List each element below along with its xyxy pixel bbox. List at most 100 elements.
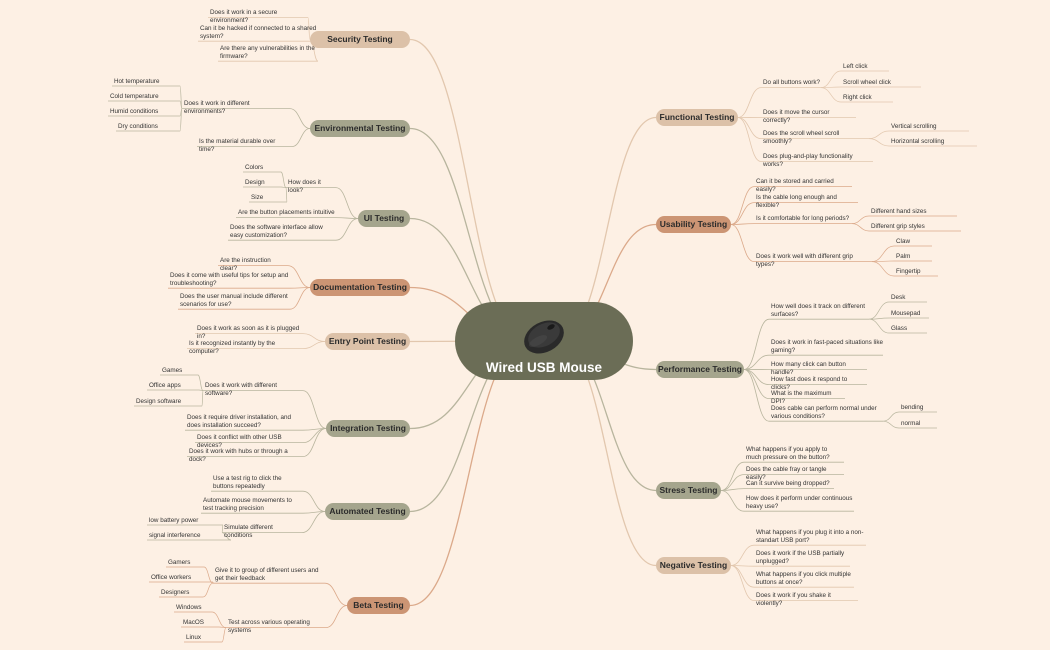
question-integration-testing-3[interactable]: Does it work with hubs or through a dock… — [189, 448, 288, 463]
question-performance-testing-0[interactable]: How well does it track on different surf… — [771, 303, 866, 318]
link-performance-testing-1 — [743, 354, 770, 370]
question-security-testing-2[interactable]: Are there any vulnerabilities in the fir… — [220, 45, 315, 60]
question-automated-testing-2[interactable]: Simulate different conditions — [224, 524, 273, 539]
question-beta-testing-0[interactable]: Give it to group of different users and … — [215, 567, 319, 582]
option-claw[interactable]: Claw — [896, 238, 910, 245]
option-glass[interactable]: Glass — [891, 325, 908, 332]
link-beta-testing-1-0 — [211, 611, 227, 628]
question-functional-testing-2[interactable]: Does the scroll wheel scroll smoothly? — [763, 130, 840, 145]
question-performance-testing-4[interactable]: What is the maximum DPI? — [771, 390, 832, 405]
option-left-click[interactable]: Left click — [843, 63, 868, 70]
question-beta-testing-1[interactable]: Test across various operating systems — [228, 619, 310, 634]
option-windows[interactable]: Windows — [176, 604, 202, 611]
branch-performance-testing[interactable]: Performance Testing — [656, 361, 744, 378]
question-ui-testing-0[interactable]: How does it look? — [288, 179, 321, 194]
link-environmental-testing-0 — [289, 108, 311, 129]
question-stress-testing-3[interactable]: How does it perform under continuous hea… — [746, 495, 853, 510]
question-integration-testing-0[interactable]: Does it work with different software? — [205, 382, 277, 397]
option-hot-temperature[interactable]: Hot temperature — [114, 78, 160, 85]
root-node[interactable]: Wired USB Mouse — [455, 302, 633, 380]
question-security-testing-1[interactable]: Can it be hacked if connected to a share… — [200, 25, 317, 40]
option-linux[interactable]: Linux — [186, 634, 202, 641]
option-horizontal-scrolling[interactable]: Horizontal scrolling — [891, 138, 945, 145]
branch-security-testing[interactable]: Security Testing — [310, 31, 410, 48]
branch-documentation-testing[interactable]: Documentation Testing — [310, 279, 410, 296]
question-usability-testing-1[interactable]: Is the cable long enough and flexible? — [756, 194, 837, 209]
option-dry-conditions[interactable]: Dry conditions — [118, 123, 158, 130]
question-performance-testing-1[interactable]: Does it work in fast-paced situations li… — [771, 339, 883, 354]
question-environmental-testing-1[interactable]: Is the material durable over time? — [199, 138, 276, 153]
option-desk[interactable]: Desk — [891, 294, 906, 301]
branch-stress-testing[interactable]: Stress Testing — [656, 482, 721, 499]
option-right-click[interactable]: Right click — [843, 94, 872, 101]
question-negative-testing-0[interactable]: What happens if you plug it into a non-s… — [756, 529, 864, 544]
option-games[interactable]: Games — [162, 367, 183, 374]
question-usability-testing-0[interactable]: Can it be stored and carried easily? — [756, 178, 834, 193]
question-stress-testing-0[interactable]: What happens if you apply to much pressu… — [746, 446, 830, 461]
question-documentation-testing-0[interactable]: Are the instruction clear? — [220, 257, 271, 272]
question-documentation-testing-1[interactable]: Does it come with useful tips for setup … — [170, 272, 289, 287]
option-size[interactable]: Size — [251, 194, 264, 201]
question-stress-testing-2[interactable]: Can it survive being dropped? — [746, 480, 830, 487]
question-automated-testing-1[interactable]: Automate mouse movements to test trackin… — [203, 497, 292, 512]
link-functional-testing-2-0 — [868, 130, 890, 139]
option-low-battery-power[interactable]: low battery power — [149, 517, 199, 524]
option-colors[interactable]: Colors — [245, 164, 264, 171]
question-ui-testing-2[interactable]: Does the software interface allow easy c… — [230, 224, 323, 239]
branch-environmental-testing[interactable]: Environmental Testing — [310, 120, 410, 137]
option-different-grip-styles[interactable]: Different grip styles — [871, 223, 925, 230]
option-design-software[interactable]: Design software — [136, 398, 182, 405]
question-negative-testing-1[interactable]: Does it work if the USB partially unplug… — [756, 550, 845, 565]
question-stress-testing-1[interactable]: Does the cable fray or tangle easily? — [746, 466, 827, 481]
question-performance-testing-3[interactable]: How fast does it respond to clicks? — [771, 376, 848, 391]
question-functional-testing-1[interactable]: Does it move the cursor correctly? — [763, 109, 830, 124]
question-performance-testing-2[interactable]: How many click can button handle? — [771, 361, 846, 376]
question-performance-testing-5[interactable]: Does cable can perform normal under vari… — [771, 405, 877, 420]
option-design[interactable]: Design — [245, 179, 265, 186]
option-cold-temperature[interactable]: Cold temperature — [110, 93, 159, 100]
question-usability-testing-2[interactable]: Is it comfortable for long periods? — [756, 215, 850, 222]
option-palm[interactable]: Palm — [896, 253, 911, 260]
question-negative-testing-3[interactable]: Does it work if you shake it violently? — [756, 592, 831, 607]
link-beta-testing-0-2 — [202, 582, 214, 598]
option-office-workers[interactable]: Office workers — [151, 574, 192, 581]
question-environmental-testing-0[interactable]: Does it work in different environments? — [184, 100, 250, 115]
branch-negative-testing[interactable]: Negative Testing — [656, 557, 731, 574]
link-usability-testing-2-1 — [851, 223, 870, 232]
link-functional-testing-0-2 — [820, 87, 842, 103]
question-entry-point-testing-0[interactable]: Does it work as soon as it is plugged in… — [197, 325, 300, 340]
question-functional-testing-0[interactable]: Do all buttons work? — [763, 79, 821, 86]
question-integration-testing-2[interactable]: Does it conflict with other USB devices? — [197, 434, 282, 449]
option-normal[interactable]: normal — [901, 420, 921, 427]
question-documentation-testing-2[interactable]: Does the user manual include different s… — [180, 293, 288, 308]
branch-usability-testing[interactable]: Usability Testing — [656, 216, 731, 233]
question-security-testing-0[interactable]: Does it work in a secure environment? — [210, 9, 278, 24]
option-office-apps[interactable]: Office apps — [149, 382, 181, 389]
option-different-hand-sizes[interactable]: Different hand sizes — [871, 208, 927, 215]
branch-automated-testing[interactable]: Automated Testing — [325, 503, 410, 520]
option-macos[interactable]: MacOS — [183, 619, 204, 626]
branch-ui-testing[interactable]: UI Testing — [358, 210, 410, 227]
branch-integration-testing[interactable]: Integration Testing — [326, 420, 410, 437]
option-vertical-scrolling[interactable]: Vertical scrolling — [891, 123, 937, 130]
option-fingertip[interactable]: Fingertip — [896, 268, 921, 275]
branch-functional-testing[interactable]: Functional Testing — [656, 109, 738, 126]
question-ui-testing-1[interactable]: Are the button placements intuitive — [238, 209, 335, 216]
question-negative-testing-2[interactable]: What happens if you click multiple butto… — [756, 571, 851, 586]
question-entry-point-testing-1[interactable]: Is it recognized instantly by the comput… — [189, 340, 276, 355]
option-gamers[interactable]: Gamers — [168, 559, 191, 566]
option-designers[interactable]: Designers — [161, 589, 190, 596]
question-usability-testing-3[interactable]: Does it work well with different grip ty… — [756, 253, 853, 268]
option-mousepad[interactable]: Mousepad — [891, 310, 921, 317]
link-negative-testing-0 — [730, 544, 755, 566]
question-integration-testing-1[interactable]: Does it require driver installation, and… — [187, 414, 291, 429]
option-signal-interference[interactable]: signal interference — [149, 532, 201, 539]
question-automated-testing-0[interactable]: Use a test rig to click the buttons repe… — [213, 475, 282, 490]
question-functional-testing-3[interactable]: Does plug-and-play functionality works? — [763, 153, 853, 168]
link-ui-testing-2 — [335, 218, 359, 241]
option-scroll-wheel-click[interactable]: Scroll wheel click — [843, 79, 891, 86]
option-humid-conditions[interactable]: Humid conditions — [110, 108, 159, 115]
option-bending[interactable]: bending — [901, 404, 924, 411]
branch-entry-point-testing[interactable]: Entry Point Testing — [325, 333, 410, 350]
branch-beta-testing[interactable]: Beta Testing — [347, 597, 410, 614]
